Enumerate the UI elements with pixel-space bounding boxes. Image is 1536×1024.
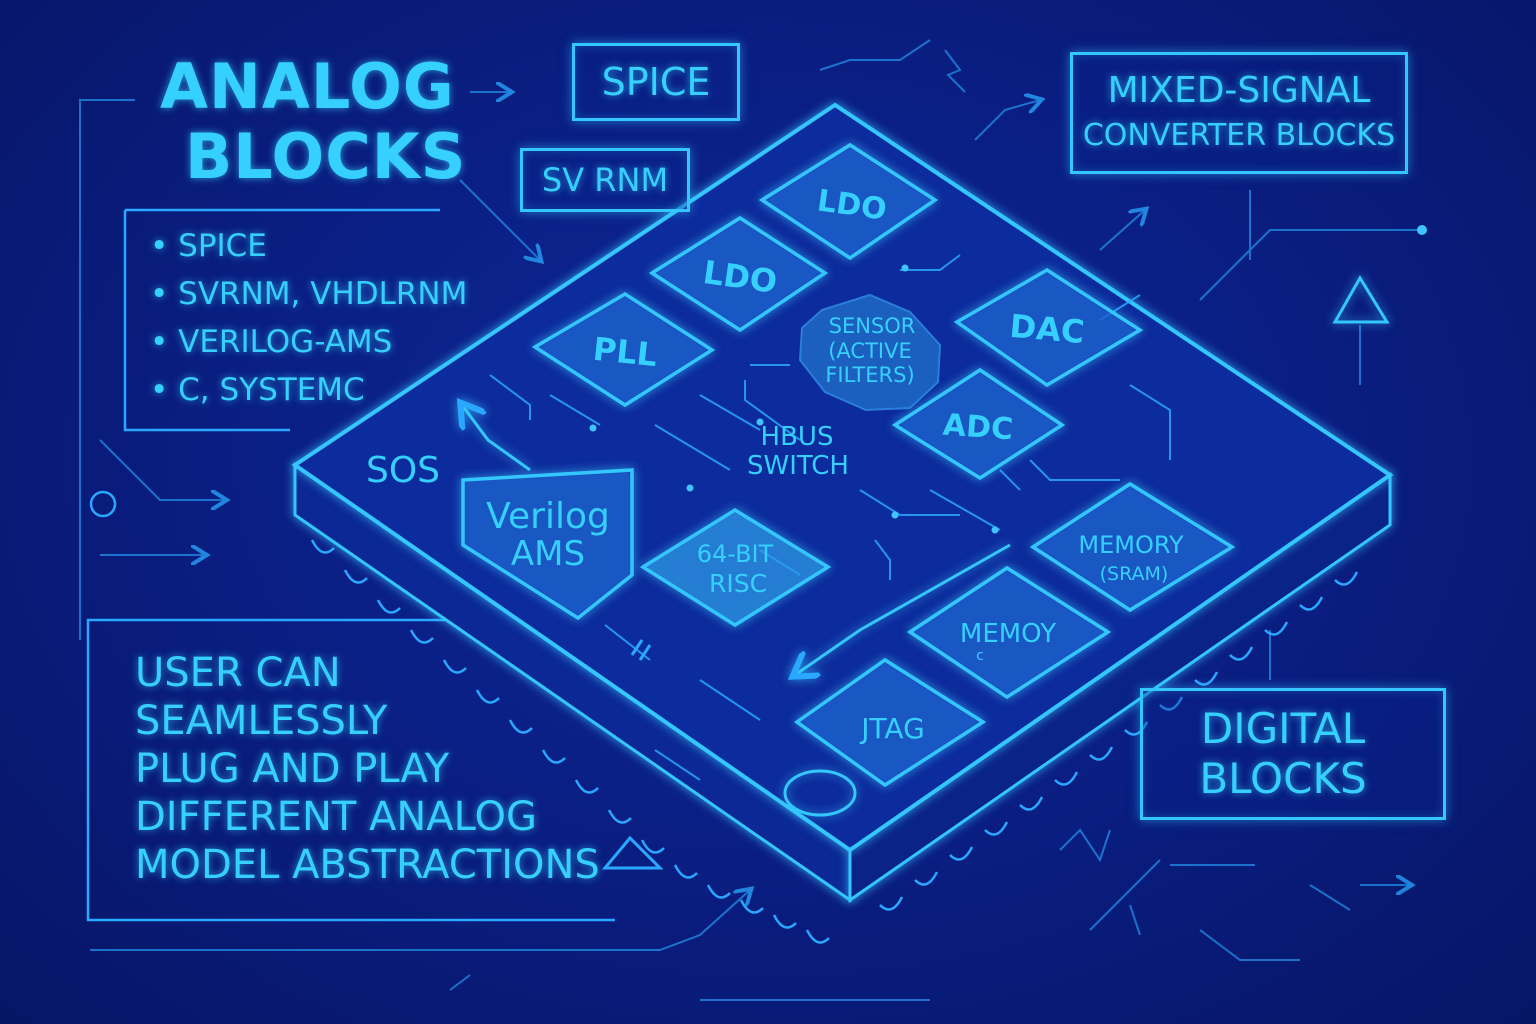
ldo-top-block (758, 142, 939, 261)
user-note-line: MODEL ABSTRACTIONS (135, 842, 600, 888)
risc-block (639, 507, 832, 628)
sensor-label-1: SENSOR (829, 314, 916, 338)
analog-list-item: • SPICE (150, 228, 267, 264)
memory-sram-label-2: (SRAM) (1100, 563, 1169, 585)
circle-icon (89, 490, 117, 518)
mixed-signal-line2: CONVERTER BLOCKS (1082, 118, 1396, 153)
sensor-block (798, 293, 942, 412)
hbus-label-1: HBUS (761, 422, 834, 452)
memory-sram-block (1029, 481, 1236, 613)
memoy-label: MEMOY (960, 619, 1056, 649)
hbus-label-2: SWITCH (747, 451, 849, 481)
sensor-label-2: (ACTIVE (828, 339, 912, 363)
verilog-label-2: AMS (511, 534, 585, 574)
dac-block (953, 267, 1144, 388)
risc-label-1: 64-BIT (697, 540, 774, 568)
soc-chip: LDO LDO PLL DAC ADC 64-BIT RISC MEMORY (… (291, 102, 1394, 944)
digital-panel (1140, 688, 1446, 820)
mixed-signal-panel (1070, 52, 1408, 174)
digital-line1: DIGITAL (1200, 704, 1366, 753)
pll-block (531, 291, 716, 408)
chip-pins-right (879, 571, 1359, 911)
mixed-signal-line1: MIXED-SIGNAL (1107, 70, 1371, 111)
digital-line2: BLOCKS (1199, 754, 1367, 803)
svg-text:c: c (976, 648, 984, 664)
triangle-icon (1332, 275, 1390, 324)
pin1-marker (783, 769, 857, 817)
adc-label: ADC (942, 408, 1014, 448)
sos-label: SOS (366, 450, 440, 491)
pll-label: PLL (591, 330, 659, 375)
user-note-line: PLUG AND PLAY (135, 746, 450, 792)
adc-block (891, 367, 1066, 481)
triangle-icon (601, 835, 664, 870)
memory-sram-label-1: MEMORY (1078, 531, 1184, 559)
spice-tag-label: SPICE (601, 60, 711, 104)
memoy-block (906, 565, 1112, 700)
svrnm-tag (520, 148, 690, 212)
analog-list-item: • C, SYSTEMC (150, 372, 365, 408)
dac-label: DAC (1008, 307, 1086, 351)
user-note-line: DIFFERENT ANALOG (135, 794, 538, 840)
user-note-line: SEAMLESSLY (135, 698, 388, 744)
verilog-label-1: Verilog (486, 496, 610, 537)
user-note-frame (86, 618, 700, 922)
svrnm-tag-label: SV RNM (541, 161, 669, 199)
analog-list-item: • SVRNM, VHDLRNM (150, 276, 468, 312)
sensor-label-3: FILTERS) (825, 363, 914, 387)
ldo-block (648, 215, 829, 333)
chip-top (291, 102, 1394, 853)
analog-title-2: BLOCKS (185, 120, 467, 193)
trace-node (1417, 225, 1427, 235)
chip-pins-left (310, 539, 830, 944)
analog-list-bracket (123, 210, 290, 432)
spice-tag (572, 43, 740, 121)
jtag-block (793, 657, 987, 788)
jtag-label: JTAG (859, 712, 925, 745)
analog-list-item: • VERILOG-AMS (150, 324, 393, 360)
analog-title-1: ANALOG (160, 50, 455, 123)
risc-label-2: RISC (709, 569, 767, 598)
verilog-ams-block (461, 468, 634, 621)
user-note-line: USER CAN (135, 650, 341, 696)
